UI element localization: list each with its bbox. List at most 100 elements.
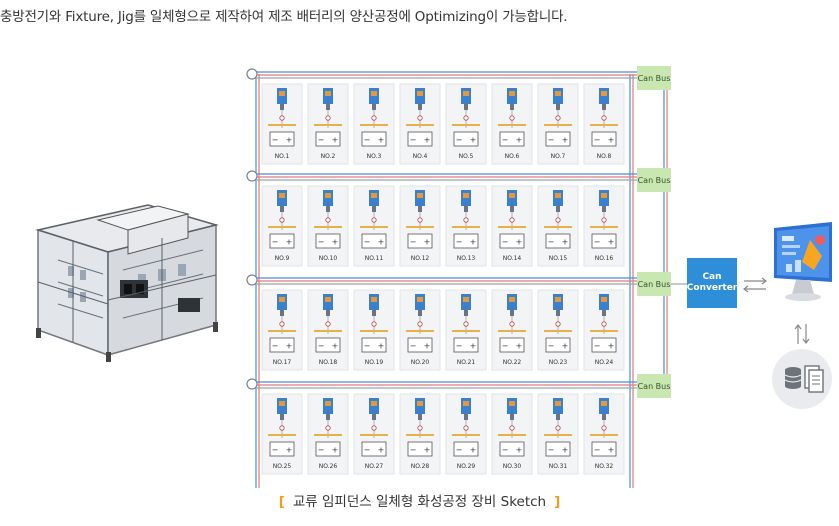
cell-busbar (498, 124, 526, 126)
cell-module-chip (417, 401, 423, 406)
battery-plus-sign: + (608, 238, 615, 247)
battery-icon (545, 131, 571, 147)
battery-icon (407, 441, 433, 457)
cell-number-label: NO.12 (411, 255, 430, 262)
cell-connector (280, 104, 284, 110)
battery-plus-sign: + (286, 238, 293, 247)
cell-module-chip (509, 297, 515, 302)
cell-connector (280, 310, 284, 316)
cell-module-chip (555, 193, 561, 198)
cell-connector (372, 206, 376, 212)
cell-module-chip (325, 297, 331, 302)
cell-number-label: NO.17 (273, 359, 292, 366)
cell-sensor-dot (601, 425, 607, 431)
battery-plus-sign: + (332, 136, 339, 145)
cell-sensor-dot (509, 425, 515, 431)
cell-unit: −+NO.16 (583, 185, 625, 267)
cell-busbar (452, 434, 480, 436)
cell-sensor-dot (417, 115, 423, 121)
cell-sensor-dot (371, 425, 377, 431)
battery-minus-sign: − (456, 446, 463, 455)
cell-unit: −+NO.12 (399, 185, 441, 267)
cell-busbar (590, 226, 618, 228)
battery-plus-sign: + (516, 238, 523, 247)
cell-unit: −+NO.31 (537, 393, 579, 475)
battery-minus-sign: − (594, 136, 601, 145)
cell-sensor-dot (601, 115, 607, 121)
cell-number-label: NO.29 (457, 463, 476, 470)
battery-plus-sign: + (470, 136, 477, 145)
cell-sensor-dot (325, 321, 331, 327)
cell-number-label: NO.25 (273, 463, 292, 470)
cell-module-chip (601, 297, 607, 302)
battery-icon (545, 441, 571, 457)
cell-sensor-dot (555, 115, 561, 121)
battery-icon (453, 337, 479, 353)
cell-busbar (360, 124, 388, 126)
cell-busbar (590, 124, 618, 126)
cell-busbar (452, 226, 480, 228)
cell-number-label: NO.5 (459, 153, 474, 160)
bus-terminal-circle (246, 68, 258, 80)
cell-unit: −+NO.24 (583, 289, 625, 371)
cell-module-chip (463, 91, 469, 96)
cell-connector (510, 414, 514, 420)
battery-plus-sign: + (286, 136, 293, 145)
battery-minus-sign: − (364, 136, 371, 145)
cell-connector (510, 310, 514, 316)
battery-icon (453, 131, 479, 147)
cell-busbar (268, 434, 296, 436)
cell-sensor-dot (417, 217, 423, 223)
battery-minus-sign: − (502, 238, 509, 247)
cell-module-chip (463, 193, 469, 198)
vertical-bidirectional-arrow-icon (794, 324, 810, 344)
cell-number-label: NO.27 (365, 463, 384, 470)
cell-number-label: NO.3 (367, 153, 382, 160)
cell-sensor-dot (463, 217, 469, 223)
cell-unit: −+NO.13 (445, 185, 487, 267)
cell-connector (418, 414, 422, 420)
cell-busbar (360, 226, 388, 228)
cell-number-label: NO.1 (275, 153, 290, 160)
cell-sensor-dot (279, 321, 285, 327)
battery-plus-sign: + (516, 136, 523, 145)
battery-minus-sign: − (548, 342, 555, 351)
cell-busbar (268, 226, 296, 228)
battery-minus-sign: − (364, 446, 371, 455)
battery-minus-sign: − (318, 238, 325, 247)
cell-unit: −+NO.22 (491, 289, 533, 371)
battery-icon (591, 441, 617, 457)
cell-busbar (544, 434, 572, 436)
bus-terminal-circle (246, 170, 258, 182)
battery-minus-sign: − (410, 238, 417, 247)
cell-connector (280, 206, 284, 212)
pc-monitor-icon (774, 222, 832, 301)
cell-unit: −+NO.9 (261, 185, 303, 267)
cell-connector (510, 104, 514, 110)
cell-connector (326, 310, 330, 316)
battery-plus-sign: + (470, 342, 477, 351)
battery-plus-sign: + (608, 342, 615, 351)
cell-sensor-dot (279, 217, 285, 223)
battery-plus-sign: + (424, 136, 431, 145)
cell-sensor-dot (555, 217, 561, 223)
cell-connector (556, 414, 560, 420)
battery-minus-sign: − (410, 136, 417, 145)
cell-sensor-dot (371, 217, 377, 223)
cell-busbar (314, 124, 342, 126)
battery-minus-sign: − (272, 136, 279, 145)
battery-minus-sign: − (410, 342, 417, 351)
cell-module-chip (601, 193, 607, 198)
battery-icon (361, 337, 387, 353)
cell-connector (326, 104, 330, 110)
cell-unit: −+NO.2 (307, 83, 349, 165)
cell-connector (464, 104, 468, 110)
battery-minus-sign: − (364, 342, 371, 351)
cell-connector (372, 104, 376, 110)
can-bus-label-2: Can Bus (637, 168, 671, 192)
cell-number-label: NO.32 (595, 463, 614, 470)
cell-busbar (498, 330, 526, 332)
battery-icon (545, 233, 571, 249)
cell-module-chip (555, 91, 561, 96)
